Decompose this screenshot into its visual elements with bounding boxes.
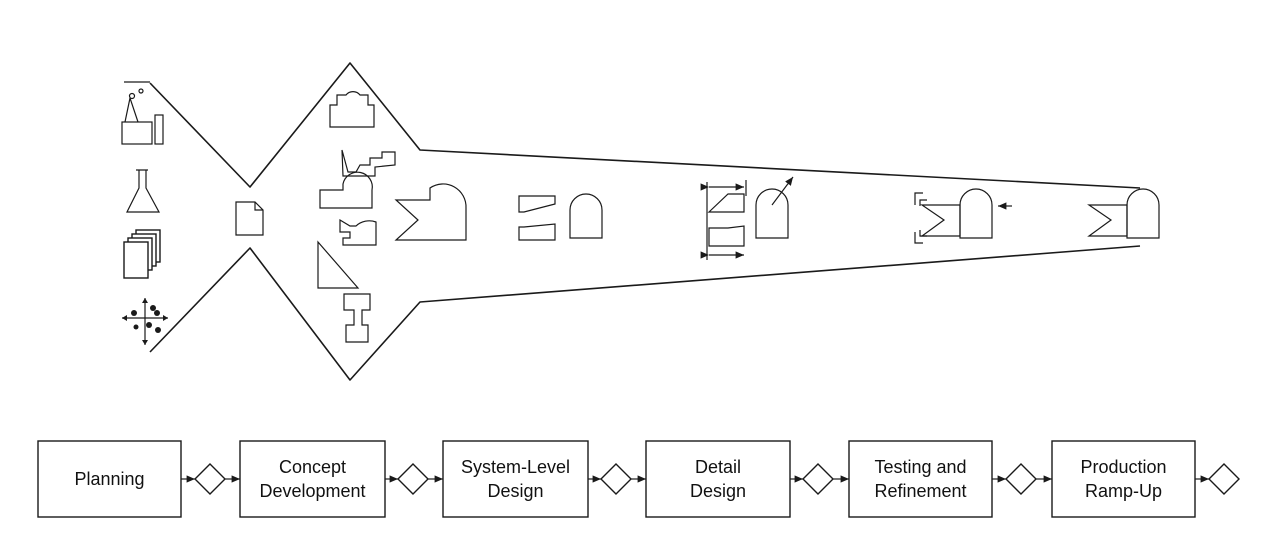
stage-testing-and-refinement: Testing and Refinement [848, 440, 993, 518]
stage-detail-design-label-2: Design [690, 481, 746, 501]
decision-diamond [802, 463, 834, 495]
stage-production-ramp-up: Production Ramp-Up [1051, 440, 1196, 518]
stage-concept-development: Concept Development [239, 440, 386, 518]
detail-design-shapes [700, 176, 794, 260]
stage-production-ramp-up-label-1: Production [1080, 457, 1166, 477]
funnel-outline [149, 62, 1141, 381]
stage-detail-design-label-1: Detail [695, 457, 741, 477]
stage-planning-label: Planning [74, 469, 144, 489]
mission-statement-document-icon [235, 201, 264, 236]
production-shape [1087, 188, 1160, 239]
concept-shapes [317, 91, 467, 343]
stage-testing-and-refinement-label-1: Testing and [874, 457, 966, 477]
system-level-shapes [518, 193, 603, 241]
stage-planning: Planning [37, 440, 182, 518]
testing-shapes [914, 188, 1012, 244]
stage-system-level-design: System-Level Design [442, 440, 589, 518]
decision-diamond [194, 463, 226, 495]
decision-diamond [600, 463, 632, 495]
decision-diamond [397, 463, 429, 495]
process-flow: Planning Concept Development System-Leve… [37, 440, 1240, 518]
flask-icon [126, 169, 161, 213]
stage-detail-design: Detail Design [645, 440, 791, 518]
stage-concept-development-label-2: Development [259, 481, 365, 501]
stage-production-ramp-up-label-2: Ramp-Up [1085, 481, 1162, 501]
scatter-plot-icon [122, 298, 168, 345]
factory-icon [121, 81, 164, 145]
decision-diamond [1005, 463, 1037, 495]
stage-testing-and-refinement-label-2: Refinement [874, 481, 966, 501]
stage-concept-development-label-1: Concept [279, 457, 346, 477]
stage-system-level-design-label-2: Design [487, 481, 543, 501]
stage-system-level-design-label-1: System-Level [461, 457, 570, 477]
decision-diamond [1208, 463, 1240, 495]
documents-stack-icon [123, 229, 161, 279]
